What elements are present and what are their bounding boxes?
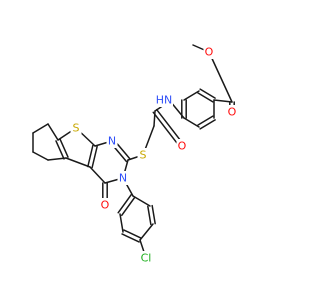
double-bond-line	[152, 111, 182, 149]
double-bond-line	[123, 229, 142, 239]
atom-label-mask	[155, 93, 173, 107]
atom-label-mask	[117, 171, 129, 185]
double-bond-line	[121, 233, 140, 243]
single-bond	[213, 99, 233, 103]
single-bond	[47, 157, 67, 161]
atom-n-label: N	[117, 171, 129, 185]
atom-label-mask	[203, 45, 215, 59]
atom-symbol: O	[101, 199, 110, 212]
atom-label-mask	[176, 139, 188, 153]
double-bond-line	[59, 138, 69, 158]
atom-symbol: N	[119, 172, 127, 185]
single-bond	[89, 166, 106, 184]
double-bond-line	[121, 196, 136, 217]
atom-symbol: O	[205, 46, 214, 59]
single-bond	[65, 157, 91, 168]
double-bond-line	[55, 140, 65, 160]
atom-symbol: O	[178, 140, 187, 153]
double-bond-line	[199, 119, 216, 130]
single-bond	[139, 223, 154, 241]
atom-s-label: S	[137, 148, 149, 162]
single-bond	[32, 123, 49, 134]
atom-s-label: S	[70, 121, 82, 135]
single-bond	[183, 90, 200, 101]
atom-n-label: N	[106, 134, 118, 148]
bond-layer	[32, 44, 235, 259]
double-bond-line	[155, 108, 185, 146]
atom-o-label: O	[226, 105, 238, 119]
double-bond-line	[91, 145, 98, 169]
atom-symbol: O	[228, 106, 237, 119]
double-bond-line	[87, 144, 94, 168]
atom-label-mask	[137, 251, 155, 265]
atom-symbol: HN	[156, 94, 173, 107]
atom-o-label: O	[203, 45, 215, 59]
single-bond	[47, 123, 59, 141]
atom-o-label: O	[99, 198, 111, 212]
single-bond	[132, 195, 151, 207]
double-bond-line	[197, 115, 214, 126]
single-bond	[183, 117, 200, 128]
double-bond-line	[197, 92, 214, 103]
atom-label-mask	[99, 198, 111, 212]
atom-o-label: O	[176, 139, 188, 153]
single-bond	[32, 151, 49, 161]
atom-symbol: S	[73, 122, 80, 135]
atom-label-mask	[70, 121, 82, 135]
double-bond-line	[147, 205, 152, 226]
atom-label-mask	[106, 134, 118, 148]
atom-symbol: Cl	[141, 252, 152, 265]
double-bond-line	[151, 204, 156, 225]
double-bond-line	[117, 193, 132, 214]
atom-symbol: N	[108, 135, 116, 148]
atom-label-mask	[226, 105, 238, 119]
atom-hn-label: HN	[155, 93, 173, 107]
double-bond-line	[199, 88, 216, 99]
atom-label-mask	[137, 148, 149, 162]
single-bond	[119, 213, 124, 233]
single-bond	[208, 51, 233, 103]
single-bond	[153, 110, 156, 127]
atom-cl-label: Cl	[137, 251, 155, 265]
atom-symbol: S	[140, 149, 147, 162]
